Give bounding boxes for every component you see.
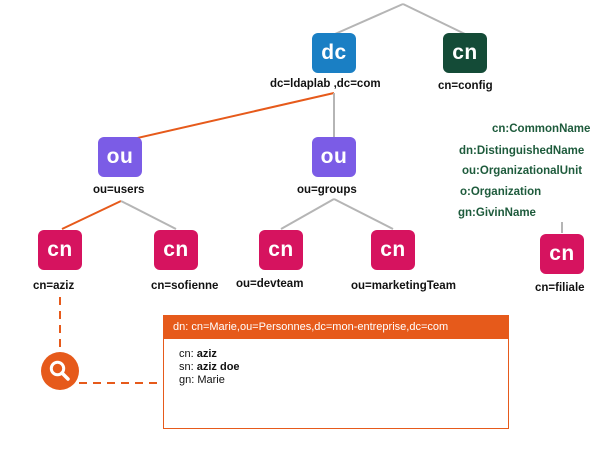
entry-attr-gn: gn: Marie: [179, 374, 508, 387]
entry-attr-sn-value: aziz doe: [196, 361, 240, 373]
node-ou-users-label: ou=users: [93, 184, 145, 196]
entry-attr-sn: sn: aziz doe: [179, 361, 508, 374]
node-ou-users[interactable]: ou: [98, 137, 142, 177]
node-dc-root-glyph: dc: [321, 41, 347, 64]
node-cn-sofienne-label: cn=sofienne: [151, 280, 219, 292]
node-config[interactable]: cn: [443, 33, 487, 73]
entry-attr-gn-value: Marie: [197, 374, 225, 386]
search-button[interactable]: [41, 352, 79, 390]
node-cn-aziz[interactable]: cn: [38, 230, 82, 270]
entry-attr-sn-key: sn:: [179, 361, 194, 373]
node-cn-filiale-label: cn=filiale: [535, 282, 585, 294]
node-ou-users-glyph: ou: [106, 145, 134, 168]
entry-dn-header: dn: cn=Marie,ou=Personnes,dc=mon-entrepr…: [164, 316, 508, 339]
node-cn-aziz-label: cn=aziz: [33, 280, 75, 292]
node-dc-root-label: dc=ldaplab ,dc=com: [270, 78, 381, 90]
legend-item-cn: cn:CommonName: [492, 123, 591, 135]
entry-attr-cn: cn: aziz: [179, 348, 508, 361]
node-cn-sofienne-glyph: cn: [163, 238, 189, 261]
entry-attributes: cn: aziz sn: aziz doe gn: Marie: [164, 339, 508, 387]
link-groups-devteam: [280, 198, 335, 230]
magnifier-icon: [49, 360, 70, 381]
node-cn-devteam[interactable]: cn: [259, 230, 303, 270]
entry-attr-cn-value: aziz: [196, 348, 217, 360]
link-users-sofienne: [120, 200, 177, 230]
node-cn-aziz-glyph: cn: [47, 238, 73, 261]
node-cn-marketing-label: ou=marketingTeam: [351, 280, 456, 292]
link-users-aziz: [61, 200, 122, 230]
node-ou-groups-label: ou=groups: [297, 184, 357, 196]
link-groups-marketing: [333, 198, 394, 230]
entry-attr-gn-key: gn:: [179, 374, 195, 386]
node-cn-devteam-label: ou=devteam: [236, 278, 304, 290]
node-cn-filiale[interactable]: cn: [540, 234, 584, 274]
legend-item-gn: gn:GivinName: [458, 207, 536, 219]
node-config-glyph: cn: [452, 41, 478, 64]
node-ou-groups[interactable]: ou: [312, 137, 356, 177]
ldap-entry-card: dn: cn=Marie,ou=Personnes,dc=mon-entrepr…: [163, 315, 509, 429]
legend-item-ou: ou:OrganizationalUnit: [462, 165, 583, 177]
link-top-right: [402, 3, 466, 35]
node-ou-groups-glyph: ou: [320, 145, 348, 168]
node-cn-devteam-glyph: cn: [268, 238, 294, 261]
legend-item-dn: dn:DistinguishedName: [459, 145, 585, 157]
node-cn-sofienne[interactable]: cn: [154, 230, 198, 270]
link-top-left: [334, 3, 404, 35]
node-config-label: cn=config: [438, 80, 493, 92]
node-dc-root[interactable]: dc: [312, 33, 356, 73]
link-dc-users: [119, 92, 335, 143]
entry-attr-cn-key: cn:: [179, 348, 194, 360]
node-cn-marketing[interactable]: cn: [371, 230, 415, 270]
node-cn-marketing-glyph: cn: [380, 238, 406, 261]
legend-item-o: o:Organization: [460, 186, 542, 198]
node-cn-filiale-glyph: cn: [549, 242, 575, 265]
